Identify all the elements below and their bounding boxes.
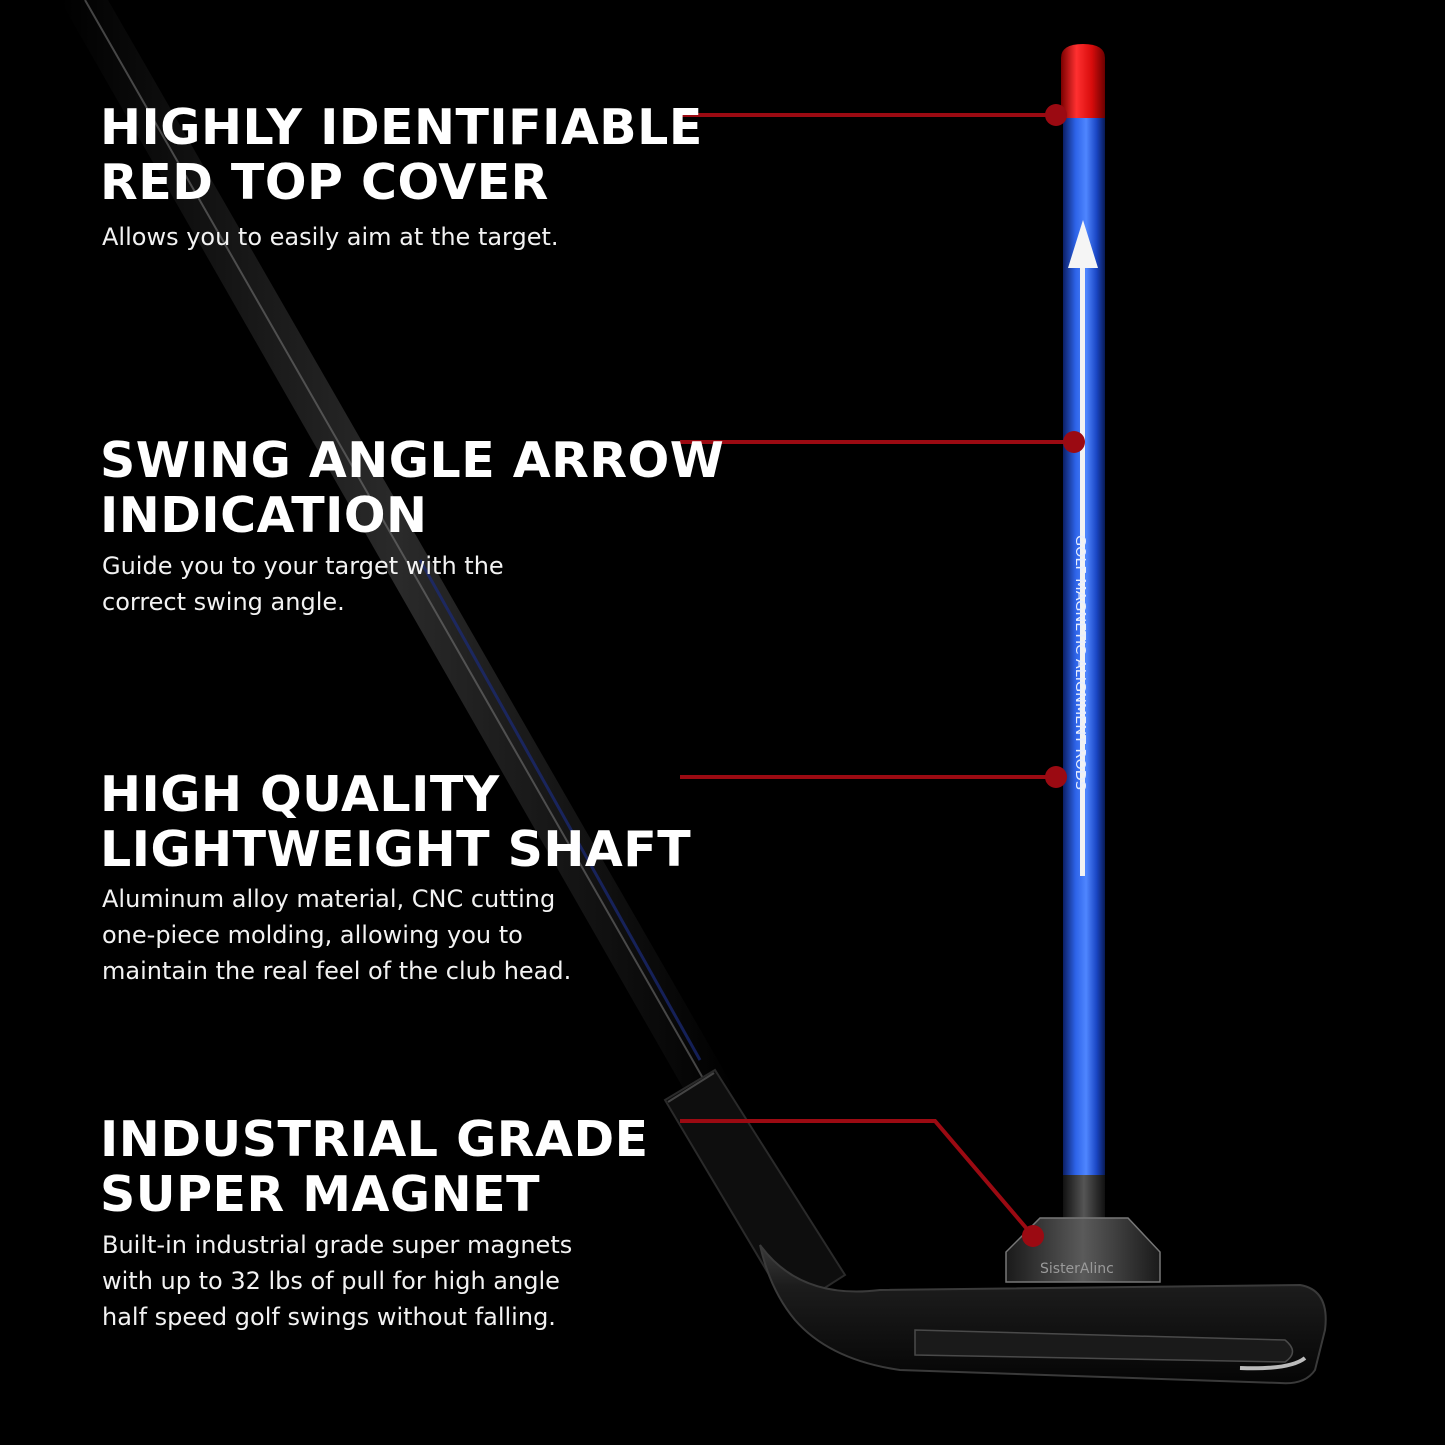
magnet-base — [1005, 1217, 1161, 1283]
arrow-up-icon — [1068, 220, 1098, 268]
club-head-sole — [914, 1329, 1294, 1363]
callout-shaft — [680, 766, 1067, 788]
golf-club — [60, 0, 1327, 1385]
red-top-cover — [1061, 44, 1105, 118]
feature-title-line: SUPER MAGNET — [100, 1166, 541, 1223]
callout-magnet — [680, 1119, 1044, 1247]
club-hosel-band — [667, 1072, 715, 1103]
rod-white-line — [1080, 268, 1085, 876]
feature-desc-line: maintain the real feel of the club head. — [102, 957, 572, 985]
club-hosel — [663, 1068, 847, 1312]
feature-desc-lightweight-shaft: Aluminum alloy material, CNC cutting one… — [102, 881, 571, 989]
feature-desc-line: Allows you to easily aim at the target. — [102, 223, 559, 251]
callout-red-top-cover — [680, 104, 1067, 126]
callouts — [680, 104, 1085, 1247]
rod-stem — [1063, 1175, 1105, 1220]
feature-desc-line: Aluminum alloy material, CNC cutting — [102, 885, 556, 913]
club-shaft-highlight — [84, 0, 713, 1095]
feature-title-super-magnet: INDUSTRIAL GRADE SUPER MAGNET — [100, 1112, 649, 1222]
feature-title-line: INDICATION — [100, 487, 428, 544]
feature-title-line: RED TOP COVER — [100, 154, 549, 211]
feature-desc-red-top-cover: Allows you to easily aim at the target. — [102, 219, 559, 255]
feature-desc-line: Built-in industrial grade super magnets — [102, 1231, 573, 1259]
feature-desc-super-magnet: Built-in industrial grade super magnets … — [102, 1227, 572, 1335]
feature-title-line: HIGHLY IDENTIFIABLE — [100, 99, 703, 156]
feature-title-lightweight-shaft: HIGH QUALITY LIGHTWEIGHT SHAFT — [100, 767, 691, 877]
feature-title-line: INDUSTRIAL GRADE — [100, 1111, 649, 1168]
alignment-rod: GOLF MAGNETIC ALIGNMENT RODS SisterAlinc — [1005, 44, 1161, 1283]
rod-label: GOLF MAGNETIC ALIGNMENT RODS — [1072, 535, 1087, 790]
feature-desc-line: correct swing angle. — [102, 588, 345, 616]
feature-title-line: LIGHTWEIGHT SHAFT — [100, 821, 692, 878]
feature-title-line: SWING ANGLE ARROW — [100, 432, 725, 489]
club-head-toe-highlight — [1239, 1356, 1307, 1371]
feature-title-line: HIGH QUALITY — [100, 766, 500, 823]
feature-desc-line: one-piece molding, allowing you to — [102, 921, 523, 949]
club-shaft — [60, 0, 735, 1100]
feature-desc-line: with up to 32 lbs of pull for high angle — [102, 1267, 560, 1295]
feature-desc-line: Guide you to your target with the — [102, 552, 504, 580]
callout-swing-arrow — [680, 431, 1085, 453]
club-shaft-blue-reflection — [418, 559, 702, 1061]
feature-title-red-top-cover: HIGHLY IDENTIFIABLE RED TOP COVER — [100, 100, 703, 210]
feature-desc-swing-angle-arrow: Guide you to your target with the correc… — [102, 548, 504, 620]
base-logo: SisterAlinc — [1040, 1261, 1114, 1277]
feature-desc-line: half speed golf swings without falling. — [102, 1303, 556, 1331]
feature-title-swing-angle-arrow: SWING ANGLE ARROW INDICATION — [100, 433, 724, 543]
